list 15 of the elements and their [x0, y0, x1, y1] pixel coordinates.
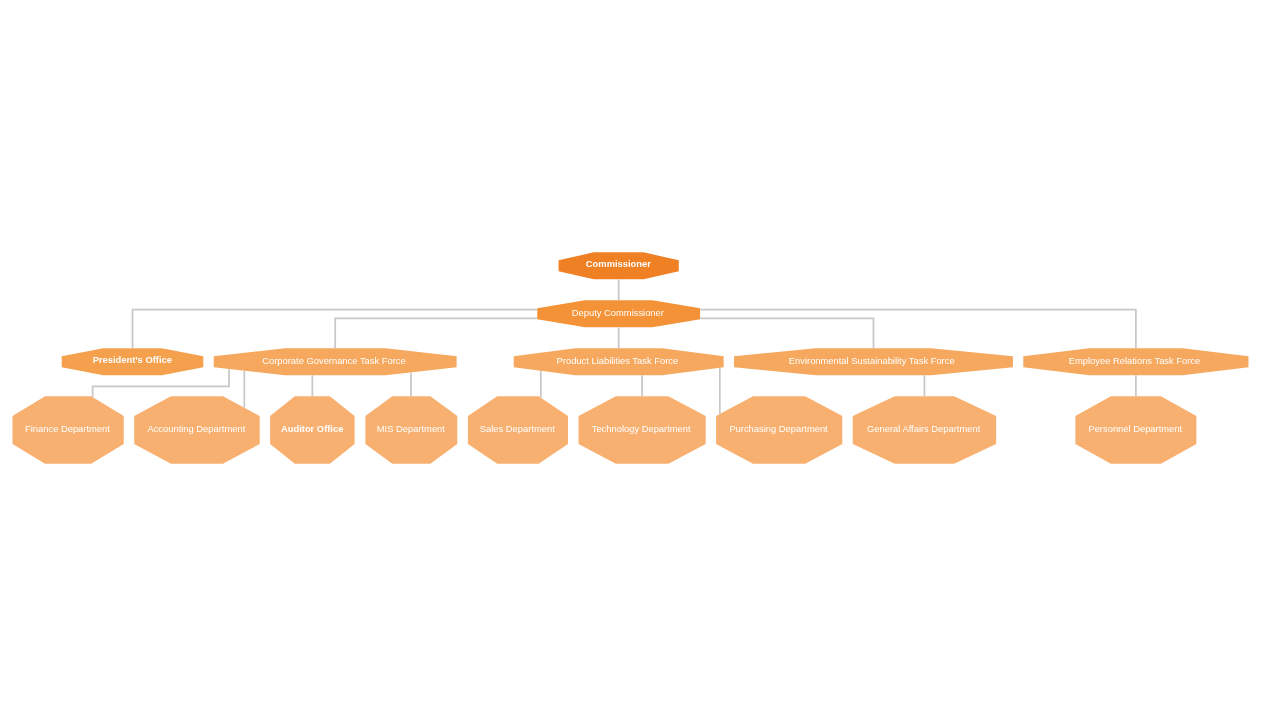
connector: [699, 308, 1137, 349]
connector: [1135, 373, 1137, 397]
connector: [641, 373, 643, 397]
connector: [617, 278, 620, 301]
connector: [923, 373, 926, 397]
connector: [617, 326, 620, 349]
connector: [311, 373, 314, 397]
connector: [699, 317, 875, 349]
connector: [131, 308, 538, 349]
connector: [410, 371, 412, 397]
connector: [334, 317, 538, 349]
connector: [91, 367, 230, 398]
connector: [539, 369, 542, 399]
connector: [718, 366, 721, 415]
connector: [243, 369, 246, 409]
